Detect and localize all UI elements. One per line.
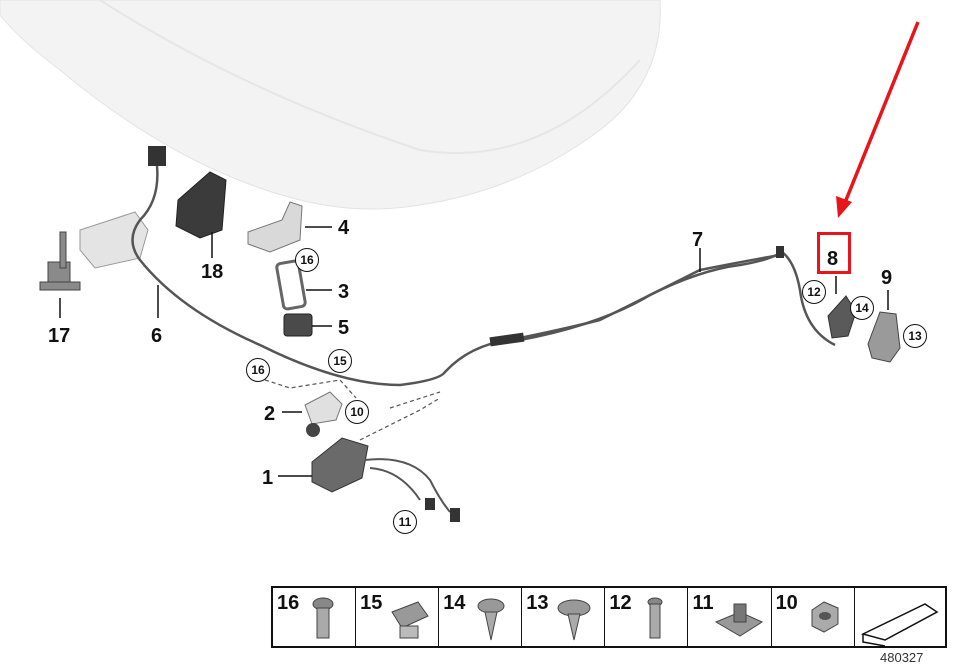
label-8: 8 [827,248,839,270]
label-7: 7 [692,229,704,251]
callout-16-mid: 16 [246,358,270,382]
label-5: 5 [338,317,350,339]
label-17: 17 [48,325,71,347]
part-5-cover [283,313,313,337]
screw-wide-icon [557,599,591,641]
legend-cell-12: 12 [605,588,689,646]
hood-panel [0,0,661,210]
part-4-bracket [247,201,303,253]
label-1: 1 [262,467,274,489]
legend-cell-15: 15 [356,588,440,646]
legend-cell-11: 11 [688,588,772,646]
orientation-arrow-icon [860,603,939,646]
callout-16-top: 16 [295,248,319,272]
callout-13: 13 [903,324,927,348]
cable-6 [131,165,781,387]
label-18: 18 [201,261,224,283]
connector-top [148,146,166,166]
pin-icon [647,597,663,639]
callout-11: 11 [393,510,417,534]
label-3: 3 [338,281,350,303]
bolt-icon [312,597,334,639]
fastener-legend: 16 15 14 13 [271,586,947,648]
legend-cell-16: 16 [273,588,357,646]
callout-12: 12 [802,280,826,304]
part-1-hood-lock [311,437,369,493]
part-9-bracket [867,311,901,363]
part-17-bracket [39,231,81,291]
part-3-gasket [275,259,307,311]
legend-cell-13: 13 [522,588,606,646]
diagram-code: 480327 [880,650,924,665]
screw-icon [477,598,505,641]
clip-icon [391,601,429,639]
highlight-arrow [842,21,920,206]
callout-14: 14 [850,296,874,320]
legend-cell-orientation [855,588,945,646]
legend-cell-10: 10 [772,588,855,646]
callout-10: 10 [345,400,369,424]
label-4: 4 [338,217,350,239]
hex-nut-icon [811,601,839,633]
part-18-pad [175,171,227,239]
lock-housing [79,211,149,269]
nut-clip-icon [715,603,764,637]
highlight-box-8 [817,232,851,274]
callout-15: 15 [328,349,352,373]
legend-cell-14: 14 [439,588,523,646]
label-2: 2 [264,403,276,425]
part-2-microswitch [304,391,343,425]
label-6: 6 [151,325,163,347]
label-9: 9 [881,267,893,289]
part-8-release [827,295,857,339]
cable-7 [519,250,836,347]
